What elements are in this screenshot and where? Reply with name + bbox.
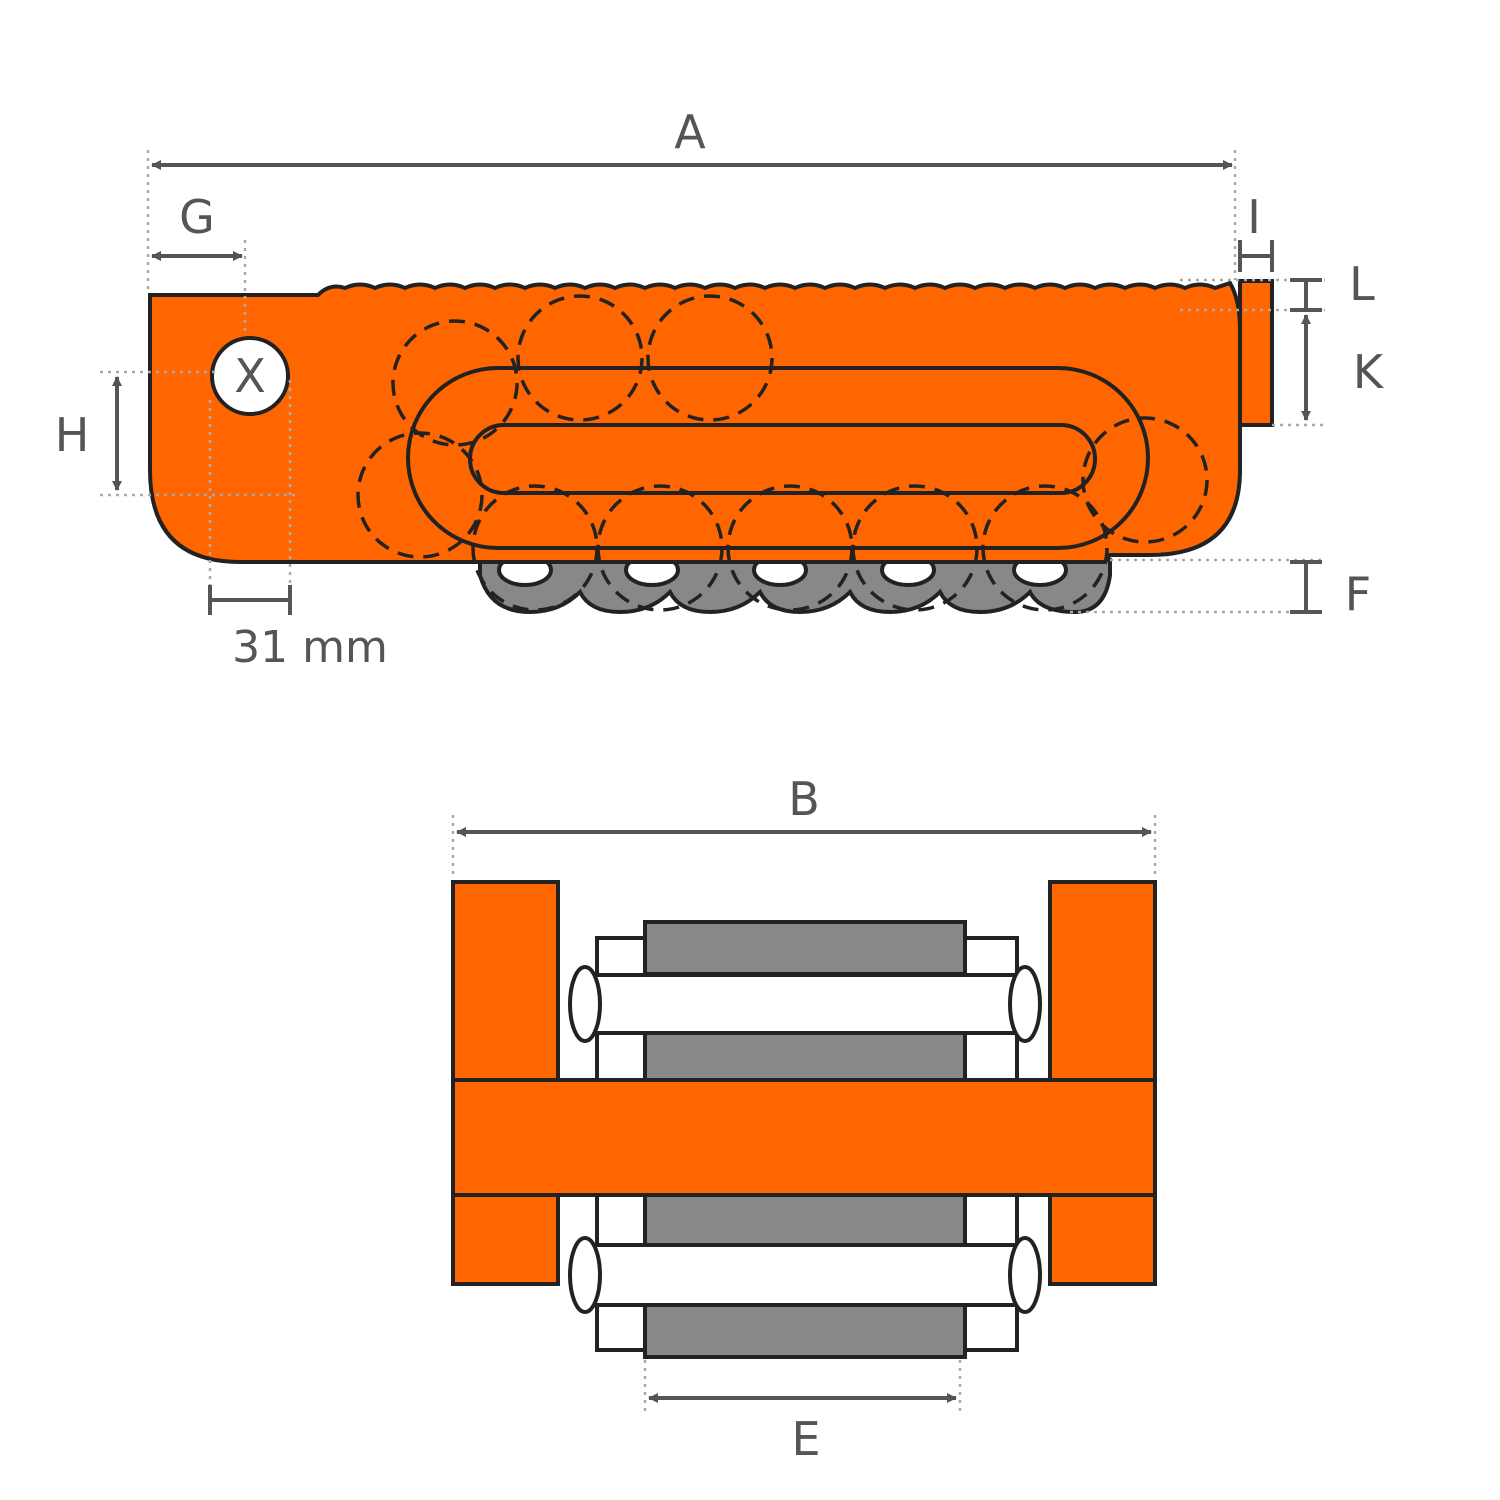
dimension-l-label: L	[1349, 257, 1375, 311]
dimension-e-label: E	[791, 1412, 820, 1466]
dimension-h-label: H	[55, 408, 90, 462]
mounting-hole	[210, 336, 290, 416]
front-view: B E	[451, 772, 1157, 1466]
dimension-f-label: F	[1345, 567, 1371, 621]
dimension-b-label: B	[788, 772, 820, 826]
center-cross-bar	[451, 1078, 1157, 1197]
offset-31mm-label: 31 mm	[232, 622, 388, 673]
dimension-a-label: A	[674, 105, 706, 159]
dimension-g-label: G	[179, 190, 215, 244]
chain-track-inner	[468, 423, 1097, 495]
dimension-k-label: K	[1353, 345, 1385, 399]
side-view: X A G I L K H	[55, 105, 1385, 673]
top-roller-assembly	[568, 920, 1042, 1082]
chain-track-outer	[406, 366, 1150, 550]
bottom-roller-assembly	[568, 1193, 1042, 1359]
dimension-i-label: I	[1247, 190, 1261, 244]
hole-label-x: X	[234, 349, 266, 403]
skate-body	[148, 280, 1242, 564]
end-stop-plate	[1238, 279, 1274, 427]
